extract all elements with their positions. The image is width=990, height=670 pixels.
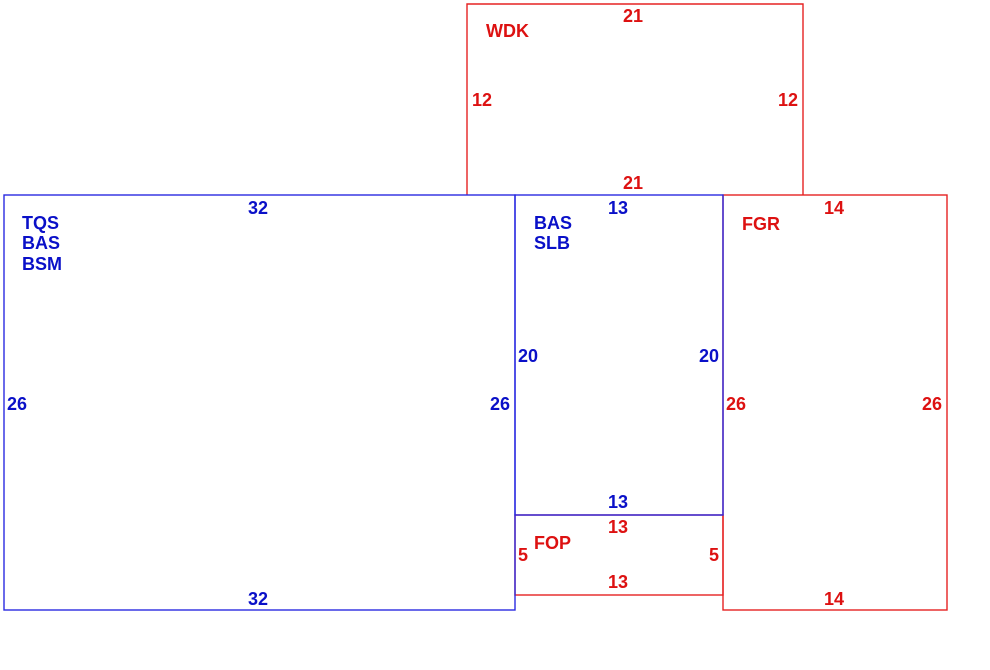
area-wdk: WDK 21 21 12 12: [466, 3, 804, 195]
area-fop: FOP 13 13 5 5: [514, 514, 724, 596]
fop-dim-bottom: 13: [608, 572, 628, 592]
area-fgr: FGR 14 14 26 26: [722, 194, 948, 611]
main-dim-bottom: 32: [248, 589, 268, 609]
fgr-dim-bottom: 14: [824, 589, 844, 609]
main-outline: [3, 194, 516, 611]
bas-slb-label-line2: SLB: [534, 233, 570, 253]
bas-slb-dim-top: 13: [608, 198, 628, 218]
fgr-dim-top: 14: [824, 198, 844, 218]
main-label-line2: BAS: [22, 233, 60, 253]
bas-slb-outline: [514, 194, 724, 516]
bas-slb-label-line1: BAS: [534, 213, 572, 233]
wdk-dim-top: 21: [623, 6, 643, 26]
fgr-outline: [722, 194, 948, 611]
bas-slb-dim-bottom: 13: [608, 492, 628, 512]
main-label-line3: BSM: [22, 254, 62, 274]
wdk-dim-left: 12: [472, 90, 492, 110]
wdk-label: WDK: [486, 21, 529, 41]
fop-dim-right: 5: [709, 545, 719, 565]
fgr-dim-right: 26: [922, 394, 942, 414]
main-dim-right: 26: [490, 394, 510, 414]
fgr-label: FGR: [742, 214, 780, 234]
bas-slb-dim-right: 20: [699, 346, 719, 366]
area-bas-slb: BAS SLB 13 13 20 20: [514, 194, 724, 516]
main-dim-top: 32: [248, 198, 268, 218]
main-label-line1: TQS: [22, 213, 59, 233]
wdk-dim-bottom: 21: [623, 173, 643, 193]
area-main: TQS BAS BSM 32 32 26 26: [3, 194, 516, 611]
main-dim-left: 26: [7, 394, 27, 414]
fgr-dim-left: 26: [726, 394, 746, 414]
fop-dim-top: 13: [608, 517, 628, 537]
fop-dim-left: 5: [518, 545, 528, 565]
wdk-dim-right: 12: [778, 90, 798, 110]
bas-slb-dim-left: 20: [518, 346, 538, 366]
fop-label: FOP: [534, 533, 571, 553]
wdk-outline: [466, 3, 804, 195]
